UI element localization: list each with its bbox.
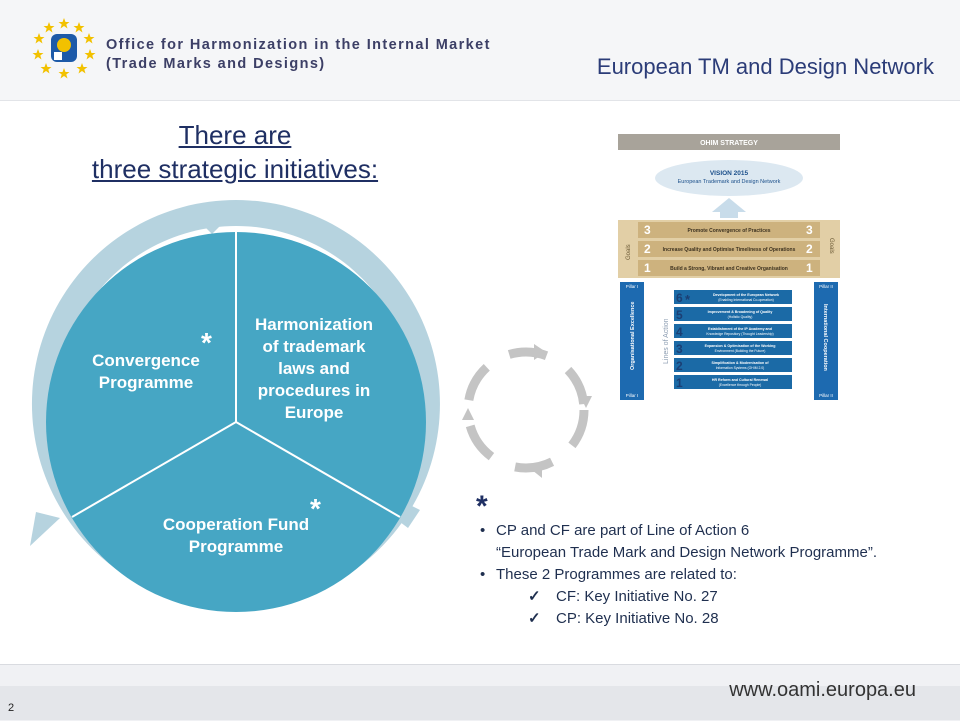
note-check-1: CF: Key Initiative No. 27: [476, 586, 956, 608]
segment-harmonization-line-4: procedures in: [258, 381, 370, 400]
action-5-line-1: Improvement & Broadening of Quality: [708, 310, 773, 314]
vision-title: VISION 2015: [710, 170, 749, 177]
action-4-line-2: Knowledge Repository (Thought Leadership…: [706, 332, 773, 336]
notes-list: CP and CF are part of Line of Action 6 “…: [476, 520, 956, 630]
segment-cooperation-line-2: Programme: [189, 537, 283, 556]
segment-convergence-line-2: Programme: [99, 373, 193, 392]
goal-row-1: 1 Build a Strong, Vibrant and Creative O…: [638, 260, 820, 276]
page-number: 2: [8, 702, 15, 714]
action-4-num: 4: [676, 325, 683, 339]
goal-1-text: Build a Strong, Vibrant and Creative Org…: [670, 266, 788, 272]
small-arrow-head-4: [462, 408, 474, 420]
goals-label-right: Goals: [828, 238, 834, 254]
action-3-line-2: Environment (Building the Future): [715, 349, 766, 353]
arrow-head-bottom-left: [30, 512, 60, 546]
small-cycle-arrows: [462, 344, 592, 478]
goal-2-text: Increase Quality and Optimise Timeliness…: [663, 247, 796, 253]
ohim-logo-icon: [32, 18, 96, 79]
action-6-line-1: Development of the European Network: [713, 293, 779, 297]
segment-harmonization-line-1: Harmonization: [255, 315, 373, 334]
action-5-num: 5: [676, 308, 683, 322]
arrow-head-top: [204, 202, 228, 234]
action-row-3: 3 Expansion & Optimisation of the Workin…: [674, 341, 792, 356]
pie-divider-3: [71, 421, 237, 518]
action-1-num: 1: [676, 376, 683, 390]
action-6-num: 6: [676, 291, 683, 305]
action-6-marker: *: [685, 292, 691, 307]
pillar-2-text: International Cooperation: [822, 304, 828, 372]
vision-subtitle: European Trademark and Design Network: [678, 179, 781, 185]
notes-star-marker: *: [476, 490, 488, 523]
action-1-line-2: (Excellence through People): [719, 383, 762, 387]
network-title: European TM and Design Network: [596, 54, 934, 79]
pillar-2-label-top: Pillar II: [819, 284, 833, 289]
segment-convergence-line-1: Convergence: [92, 351, 200, 370]
goal-row-2: 2 Increase Quality and Optimise Timeline…: [638, 241, 820, 257]
action-3-line-1: Expansion & Optimisation of the Working: [705, 344, 776, 348]
note-bullet-1-line-2: “European Trade Mark and Design Network …: [496, 544, 877, 561]
segment-harmonization-line-3: laws and: [278, 359, 350, 378]
note-check-2: CP: Key Initiative No. 28: [476, 608, 956, 630]
action-4-line-1: Establishment of the IP Academy and: [708, 327, 772, 331]
organization-name-line-2: (Trade Marks and Designs): [106, 56, 326, 72]
pillar-2-label-bottom: Pillar II: [819, 393, 833, 398]
small-arrow-head-1: [534, 344, 546, 360]
goals-label-left: Goals: [626, 244, 632, 260]
goal-3-num-right: 3: [806, 223, 813, 237]
segment-cooperation-line-1: Cooperation Fund: [163, 515, 309, 534]
goal-3-text: Promote Convergence of Practices: [687, 228, 770, 234]
action-row-1: 1 HR Reform and Cultural Renewal (Excell…: [674, 375, 792, 390]
page-heading-line-1: There are: [178, 120, 292, 150]
action-6-line-2: (Enabling International Co-operation): [718, 298, 774, 302]
pillar-2: [814, 282, 838, 400]
organization-name-line-1: Office for Harmonization in the Internal…: [106, 37, 491, 53]
goal-3-num-left: 3: [644, 223, 651, 237]
action-row-5: 5 Improvement & Broadening of Quality (H…: [674, 307, 792, 322]
vision-ellipse: [655, 160, 803, 196]
small-arrow-head-2: [580, 396, 592, 408]
ohim-strategy-diagram: OHIM STRATEGY VISION 2015 European Trade…: [618, 134, 840, 400]
strategy-header: OHIM STRATEGY: [700, 140, 758, 147]
action-2-num: 2: [676, 359, 683, 373]
convergence-marker: *: [201, 327, 212, 358]
strategic-initiatives-cycle: Harmonization of trademark laws and proc…: [30, 200, 440, 612]
action-2-line-1: Simplification & Modernisation of: [711, 361, 769, 365]
segment-harmonization-line-5: Europe: [285, 403, 344, 422]
note-bullet-1: CP and CF are part of Line of Action 6 “…: [476, 520, 956, 564]
action-row-2: 2 Simplification & Modernisation of Info…: [674, 358, 792, 373]
note-bullet-2: These 2 Programmes are related to:: [476, 564, 956, 586]
goal-1-num-right: 1: [806, 261, 813, 275]
vision-arrow-icon: [712, 198, 746, 218]
pie-divider-2: [235, 421, 401, 518]
goal-row-3: 3 Promote Convergence of Practices 3: [638, 222, 820, 238]
segment-harmonization-line-2: of trademark: [263, 337, 367, 356]
goal-1-num-left: 1: [644, 261, 651, 275]
action-row-6: 6 Development of the European Network (E…: [674, 290, 792, 305]
cooperation-marker: *: [310, 493, 321, 524]
footer-bar: [0, 686, 960, 720]
lines-of-action-label: Lines of Action: [663, 318, 670, 364]
pillar-1-label-bottom: Pillar I: [626, 393, 639, 398]
small-arrow-head-3: [532, 462, 542, 478]
notes-panel: * CP and CF are part of Line of Action 6…: [476, 490, 956, 631]
pillar-1-text: Organisational Excellence: [630, 302, 636, 370]
action-1-line-1: HR Reform and Cultural Renewal: [712, 378, 768, 382]
action-row-4: 4 Establishment of the IP Academy and Kn…: [674, 324, 792, 339]
goal-2-num-right: 2: [806, 242, 813, 256]
goal-2-num-left: 2: [644, 242, 651, 256]
organization-name: Office for Harmonization in the Internal…: [106, 36, 491, 74]
pillar-1-label-top: Pillar I: [626, 284, 639, 289]
header-banner: [0, 0, 960, 101]
pillar-1: [620, 282, 644, 400]
page-heading-line-2: three strategic initiatives:: [91, 154, 379, 184]
note-bullet-1-line-1: CP and CF are part of Line of Action 6: [496, 522, 750, 539]
page-heading: There are three strategic initiatives:: [60, 118, 410, 186]
strategy-header-bar: [618, 134, 840, 150]
action-5-line-2: (Holistic Quality): [728, 315, 753, 319]
website-link[interactable]: www.oami.europa.eu: [729, 679, 916, 701]
action-3-num: 3: [676, 342, 683, 356]
action-2-line-2: Information Systems (OHIM 2.0): [716, 366, 765, 370]
